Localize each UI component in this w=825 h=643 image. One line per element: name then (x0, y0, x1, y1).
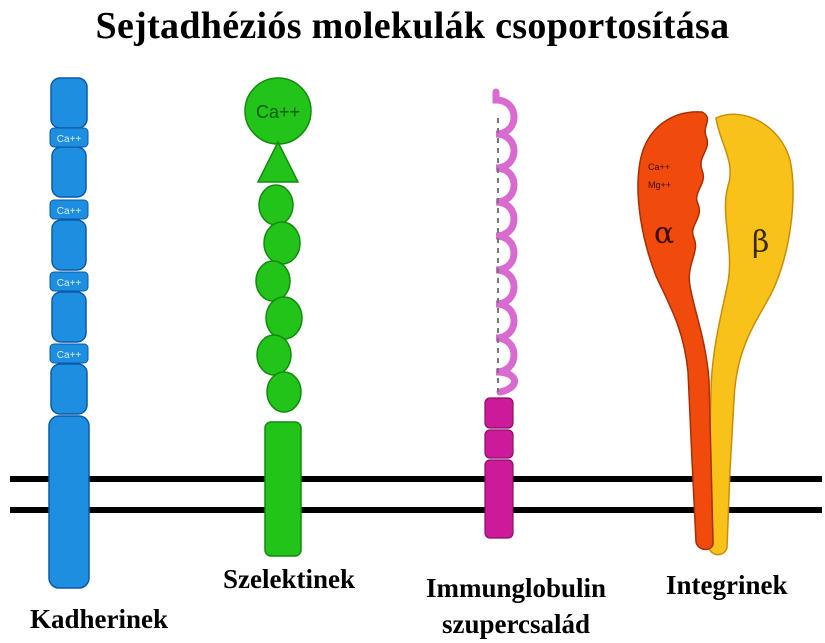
cadherin-ion-label: Ca++ (57, 134, 82, 145)
selectin-ion-label: Ca++ (256, 102, 300, 122)
cadherin-molecule: Ca++ Ca++ Ca++ Ca++ (49, 78, 89, 588)
cadherin-domain (52, 147, 86, 197)
selectin-egf-domain (258, 142, 298, 182)
integrin-beta-label: β (752, 225, 769, 260)
integrin-beta-subunit (709, 114, 793, 554)
immunoglobulin-stalk (485, 460, 513, 538)
selectin-repeat (267, 372, 301, 412)
integrin-alpha-subunit (638, 112, 713, 550)
immunoglobulin-molecule (485, 92, 515, 538)
cadherin-stalk (49, 416, 89, 588)
immunoglobulin-domain (485, 398, 513, 428)
cadherin-ion-label: Ca++ (57, 350, 82, 361)
label-kadherinek: Kadherinek (30, 604, 168, 635)
integrin-ion-label: Mg++ (648, 180, 671, 190)
cadherin-ion-label: Ca++ (57, 278, 82, 289)
label-immunglobulin-line1: Immunglobulin (410, 570, 622, 606)
cadherin-domain (51, 78, 87, 128)
label-szelektinek: Szelektinek (223, 564, 355, 595)
selectin-molecule: Ca++ (245, 78, 311, 556)
selectin-stalk (265, 422, 301, 556)
label-integrinek: Integrinek (666, 570, 788, 601)
cadherin-domain (52, 292, 86, 342)
selectin-repeat (266, 297, 302, 339)
immunoglobulin-domain (485, 430, 513, 458)
integrin-alpha-label: α (654, 216, 674, 251)
label-immunglobulin-line2: szupercsalád (410, 606, 622, 642)
cadherin-domain (51, 364, 87, 414)
cadherin-domain (52, 220, 86, 270)
label-immunglobulin: Immunglobulin szupercsalád (410, 570, 622, 642)
selectin-repeat (264, 222, 300, 264)
selectin-repeat (257, 335, 291, 375)
cadherin-ion-label: Ca++ (57, 206, 82, 217)
selectin-repeat (259, 185, 293, 225)
selectin-repeat (256, 261, 290, 301)
integrin-ion-label: Ca++ (648, 162, 670, 172)
integrin-molecule: Ca++ Mg++ α β (638, 112, 793, 555)
